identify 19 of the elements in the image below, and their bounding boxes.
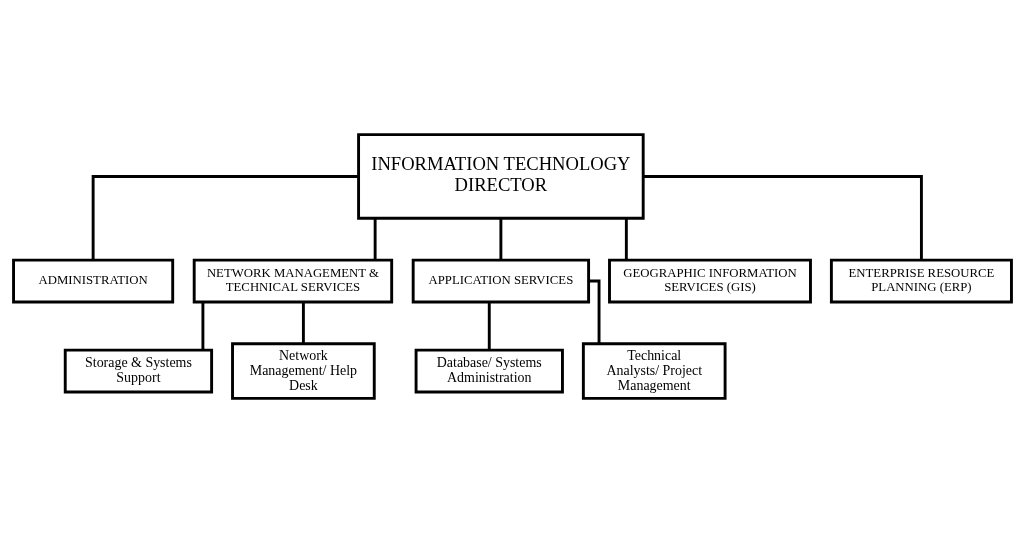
node-box: ENTERPRISE RESOURCE PLANNING (ERP) [829, 258, 1013, 304]
connector [301, 302, 305, 344]
node-box: ADMINISTRATION [12, 258, 175, 304]
node-box: NETWORK MANAGEMENT & TECHNICAL SERVICES [192, 258, 394, 304]
connector [624, 218, 628, 261]
node-box: Technical Analysts/ Project Management [581, 342, 727, 400]
connector [91, 175, 359, 260]
connector [373, 218, 377, 261]
connector [643, 175, 923, 260]
node-box: GEOGRAPHIC INFORMATION SERVICES (GIS) [608, 258, 812, 304]
node-box: Database/ Systems Administration [414, 348, 564, 394]
connector [201, 302, 205, 350]
node-box: Storage & Systems Support [63, 348, 214, 394]
node-box: INFORMATION TECHNOLOGY DIRECTOR [357, 133, 645, 220]
connector [499, 218, 503, 261]
connector [487, 302, 491, 350]
connector [588, 279, 601, 344]
node-box: Network Management/ Help Desk [231, 342, 376, 400]
node-box: APPLICATION SERVICES [411, 258, 591, 304]
